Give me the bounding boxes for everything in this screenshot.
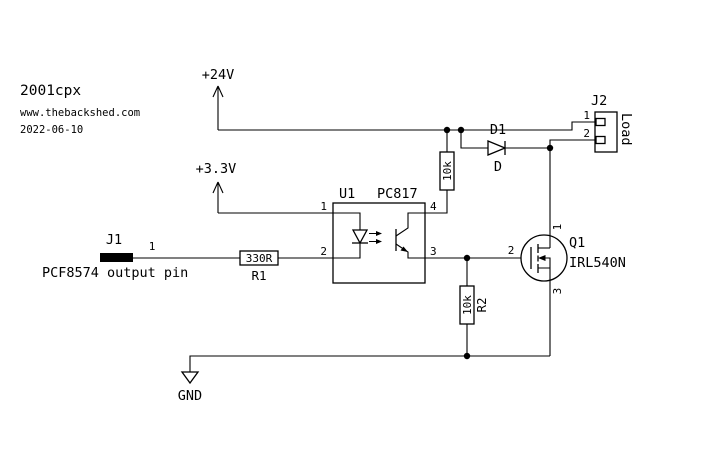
u1-pin1-number: 1 <box>320 200 327 213</box>
j2-pin1-number: 1 <box>583 109 590 122</box>
d1-ref-label: D1 <box>490 122 506 138</box>
ground-net: GND <box>178 355 550 404</box>
diode-d1: D1 D <box>460 122 550 175</box>
resistor-r2: 10k R2 <box>459 258 489 356</box>
mosfet-q1: 2 1 3 Q1 IRL540N <box>425 148 626 356</box>
wire-24v-rail <box>218 121 595 131</box>
j1-ref-label: J1 <box>106 232 122 248</box>
j2-pin2-contact <box>595 135 606 145</box>
power-24v-label: +24V <box>202 67 235 83</box>
u1-ref-label: U1 <box>339 186 355 202</box>
power-rail-3v3: +3.3V <box>196 161 333 214</box>
d1-value-label: D <box>494 159 502 175</box>
j2-pin2-number: 2 <box>583 127 590 140</box>
wire-rail-to-d1 <box>460 130 488 149</box>
r2-value-label: 10k <box>461 295 474 315</box>
j2-body <box>594 111 618 153</box>
u1-emission-arrowhead-2 <box>376 239 382 244</box>
r1-value-label: 330R <box>246 252 273 265</box>
resistor-top-10k: 10k <box>425 130 455 214</box>
connector-j1: J1 1 PCF8574 output pin <box>42 232 240 281</box>
r1-ref-label: R1 <box>251 268 266 283</box>
d1-triangle-icon <box>487 140 507 156</box>
q1-pin1-number: 1 <box>551 224 564 231</box>
j2-ref-label: J2 <box>591 93 607 109</box>
q1-body-arrow-icon <box>538 255 546 261</box>
u1-body <box>332 202 426 284</box>
power-3v3-arrow-icon <box>212 181 224 213</box>
junction-dot <box>463 352 471 360</box>
q1-body <box>520 234 568 282</box>
u1-emission-arrowhead-1 <box>376 231 382 236</box>
u1-pin2-number: 2 <box>320 245 327 258</box>
power-rail-24v: +24V <box>202 67 595 131</box>
rtop-value-label: 10k <box>441 161 454 181</box>
junction-dot <box>463 254 471 262</box>
junction-dots <box>443 126 554 360</box>
q1-ref-label: Q1 <box>569 235 585 251</box>
resistor-r1: 330R R1 <box>239 250 333 283</box>
title-block: 2001cpx www.thebackshed.com 2022-06-10 <box>20 83 140 136</box>
q1-part-label: IRL540N <box>569 255 626 271</box>
u1-led-icon <box>351 229 369 245</box>
j1-body <box>100 253 133 262</box>
wire-node-to-j2pin2 <box>549 139 595 148</box>
connector-j2: J2 1 2 Load <box>549 93 634 153</box>
u1-pin4-number: 4 <box>430 200 437 213</box>
q1-pin2-number: 2 <box>508 244 515 257</box>
date-label: 2022-06-10 <box>20 124 83 136</box>
optocoupler-u1: U1 PC817 1 2 4 3 <box>320 186 437 284</box>
u1-phototransistor-collector <box>395 212 425 237</box>
wire-gnd-rail <box>189 355 550 372</box>
junction-dot <box>546 144 554 152</box>
power-24v-arrow-icon <box>212 85 224 130</box>
j1-pin1-number: 1 <box>149 240 156 253</box>
u1-phototransistor-emitter <box>395 243 425 259</box>
gnd-symbol-icon <box>180 371 200 385</box>
junction-dot <box>443 126 451 134</box>
website-label: www.thebackshed.com <box>20 107 140 119</box>
r2-ref-label: R2 <box>474 297 489 312</box>
j2-pin1-contact <box>595 117 606 127</box>
u1-emitter-arrowhead <box>400 246 408 252</box>
power-3v3-label: +3.3V <box>196 161 237 177</box>
u1-pin3-number: 3 <box>430 245 437 258</box>
gnd-label: GND <box>178 388 202 404</box>
wire-u1pin4-to-rtop <box>425 190 448 214</box>
j2-value-label: Load <box>618 113 634 146</box>
j1-note-label: PCF8574 output pin <box>42 265 188 281</box>
project-title: 2001cpx <box>20 83 81 99</box>
q1-pin3-number: 3 <box>551 288 564 295</box>
u1-part-label: PC817 <box>377 186 418 202</box>
u1-led-wires <box>333 212 361 259</box>
junction-dot <box>457 126 465 134</box>
